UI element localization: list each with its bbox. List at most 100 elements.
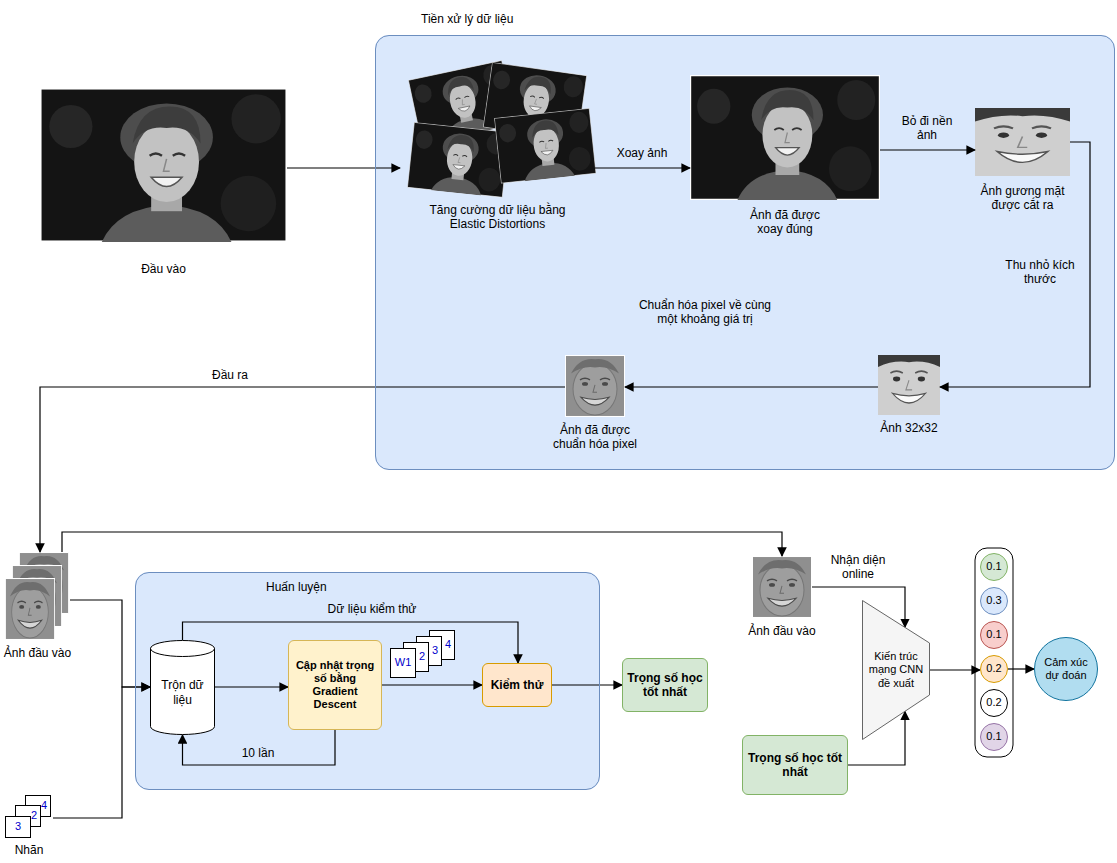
photo-node: Ảnh 32x32 <box>878 355 940 415</box>
box-text: Trọng số học tốt nhất <box>627 671 703 700</box>
circle-text: 0.1 <box>986 730 1001 743</box>
image-caption: Ảnh đã được chuẩn hóa pixel <box>545 423 645 452</box>
label-holder: Xoay ảnh <box>597 146 687 160</box>
probability-circle: 0.1 <box>980 553 1008 581</box>
label-holder: 10 lần <box>233 746 283 760</box>
photo-node: Ảnh đã được xoay đúng <box>690 75 880 200</box>
circle-text: 0.1 <box>986 628 1001 641</box>
probability-circle: 0.1 <box>980 723 1008 751</box>
panel-title: Tiền xử lý dữ liệu <box>421 12 513 26</box>
caption-holder: Ảnh đầu vào <box>3 646 73 660</box>
trapezoid-text: Kiến trúc mạng CNN đề xuất <box>866 650 926 690</box>
output-vector-bar <box>975 548 1013 757</box>
panel-fill <box>375 35 1115 470</box>
circle-text: Cảm xúc dự đoán <box>1040 656 1092 682</box>
flow-arrow <box>287 167 400 168</box>
caption-holder: Ảnh gương mặt được cắt ra <box>973 184 1073 213</box>
card-number: 2 <box>31 809 37 822</box>
box-text: Trọng số học tốt nhất <box>747 751 843 780</box>
box-text: Kiểm thử <box>491 678 544 692</box>
trapezoid-shape <box>863 601 930 740</box>
stack-caption: Nhãn <box>5 843 53 857</box>
edge-label: Dữ liệu kiểm thử <box>312 602 432 616</box>
flow-arrow <box>382 684 482 685</box>
label-holder: Chuẩn hóa pixel về cùng một khoảng giá t… <box>635 298 775 327</box>
label-stack: 423Nhãn <box>5 795 53 840</box>
normalized-face <box>566 356 625 417</box>
title-holder: Huấn luyện <box>266 580 327 594</box>
cylinder-rim <box>151 649 215 657</box>
card-number: 4 <box>445 638 451 651</box>
stacked-card: W1 <box>390 648 416 678</box>
panel-title: Huấn luyện <box>266 580 327 594</box>
caption-holder: Đầu vào <box>114 262 214 276</box>
edge-label: Nhận diện online <box>826 553 890 582</box>
image-caption: Ảnh đầu vào <box>742 624 822 638</box>
flow-arrow <box>70 600 150 687</box>
probability-circle: 0.1 <box>980 621 1008 649</box>
flow-arrow <box>930 669 980 670</box>
edge-label: Thu nhỏ kích thước <box>1004 258 1076 287</box>
photo-node: Ảnh gương mặt được cắt ra <box>975 108 1070 176</box>
flow-arrow <box>215 686 288 687</box>
result-box: Trọng số học tốt nhất <box>742 735 848 795</box>
cylinder-body <box>151 641 215 735</box>
box-text: Cập nhật trọng số bằng Gradient Descent <box>293 659 377 712</box>
probability-circle: 0.3 <box>980 587 1008 615</box>
output-circle: Cảm xúc dự đoán <box>1034 637 1098 701</box>
image-caption: Ảnh đã được xoay đúng <box>737 208 833 237</box>
normalized-face <box>753 557 812 618</box>
cropped-face <box>975 108 1070 176</box>
caption-holder: Nhãn <box>5 843 53 857</box>
edge-label: Chuẩn hóa pixel về cùng một khoảng giá t… <box>635 298 775 327</box>
edge-label: 10 lần <box>233 746 283 760</box>
circle-text: 0.3 <box>986 594 1001 607</box>
flow-arrow <box>625 386 878 387</box>
caption-holder: Ảnh đầu vào <box>742 624 822 638</box>
flow-arrow <box>183 730 336 765</box>
label-holder: Đầu ra <box>200 368 260 382</box>
photo-node: Đầu vào <box>40 88 287 242</box>
database-cylinder: Trộn dữ liệu <box>150 640 215 735</box>
circle-text: 0.1 <box>986 560 1001 573</box>
image-caption: Tăng cường dữ liệu bằng Elastic Distorti… <box>418 203 578 232</box>
panel-fill <box>135 572 600 790</box>
augmented-photo <box>494 108 596 183</box>
flow-arrow <box>62 532 782 556</box>
card-number: 3 <box>432 644 438 657</box>
edge-label: Đầu ra <box>200 368 260 382</box>
photo-node: Ảnh đầu vào <box>752 556 812 618</box>
card-number: W1 <box>395 656 412 669</box>
card-number: 4 <box>41 799 47 812</box>
network-trapezoid: Kiến trúc mạng CNN đề xuất <box>862 600 930 740</box>
stacked-card: 3 <box>5 816 31 838</box>
title-holder: Tiền xử lý dữ liệu <box>421 12 513 26</box>
rotated-photo <box>691 76 880 200</box>
flow-arrow <box>940 142 1090 387</box>
small-face <box>878 355 940 415</box>
card-number: 2 <box>419 650 425 663</box>
photo-node: Ảnh đã được chuẩn hóa pixel <box>565 355 625 417</box>
weight-stack: 432 W1 <box>390 630 455 678</box>
probability-circle: 0.2 <box>980 655 1008 683</box>
label-holder: Thu nhỏ kích thước <box>1004 258 1076 287</box>
normalized-face <box>5 579 54 640</box>
image-caption: Ảnh gương mặt được cắt ra <box>973 184 1073 213</box>
photo-node: Tăng cường dữ liệu bằng Elastic Distorti… <box>400 55 595 195</box>
image-caption: Ảnh 32x32 <box>869 421 949 435</box>
probability-circle: 0.2 <box>980 689 1008 717</box>
caption-holder: Ảnh đã được chuẩn hóa pixel <box>545 423 645 452</box>
edge-label: Bỏ đi nền ảnh <box>896 114 958 143</box>
edge-label: Xoay ảnh <box>597 146 687 160</box>
card-number: 3 <box>15 820 21 833</box>
caption-holder: Tăng cường dữ liệu bằng Elastic Distorti… <box>418 203 578 232</box>
image-caption: Ảnh đầu vào <box>3 646 73 660</box>
label-holder: Nhận diện online <box>826 553 890 582</box>
group-panel: Tiền xử lý dữ liệuTăng cường dữ liệu bằn… <box>375 35 1115 470</box>
flow-arrow <box>552 684 622 685</box>
augmented-photo <box>407 122 509 197</box>
cylinder-text: Trộn dữ liệu <box>154 678 211 707</box>
flow-arrow <box>595 167 690 168</box>
caption-holder: Ảnh đã được xoay đúng <box>737 208 833 237</box>
photo-stack: Ảnh đầu vào <box>5 552 70 640</box>
